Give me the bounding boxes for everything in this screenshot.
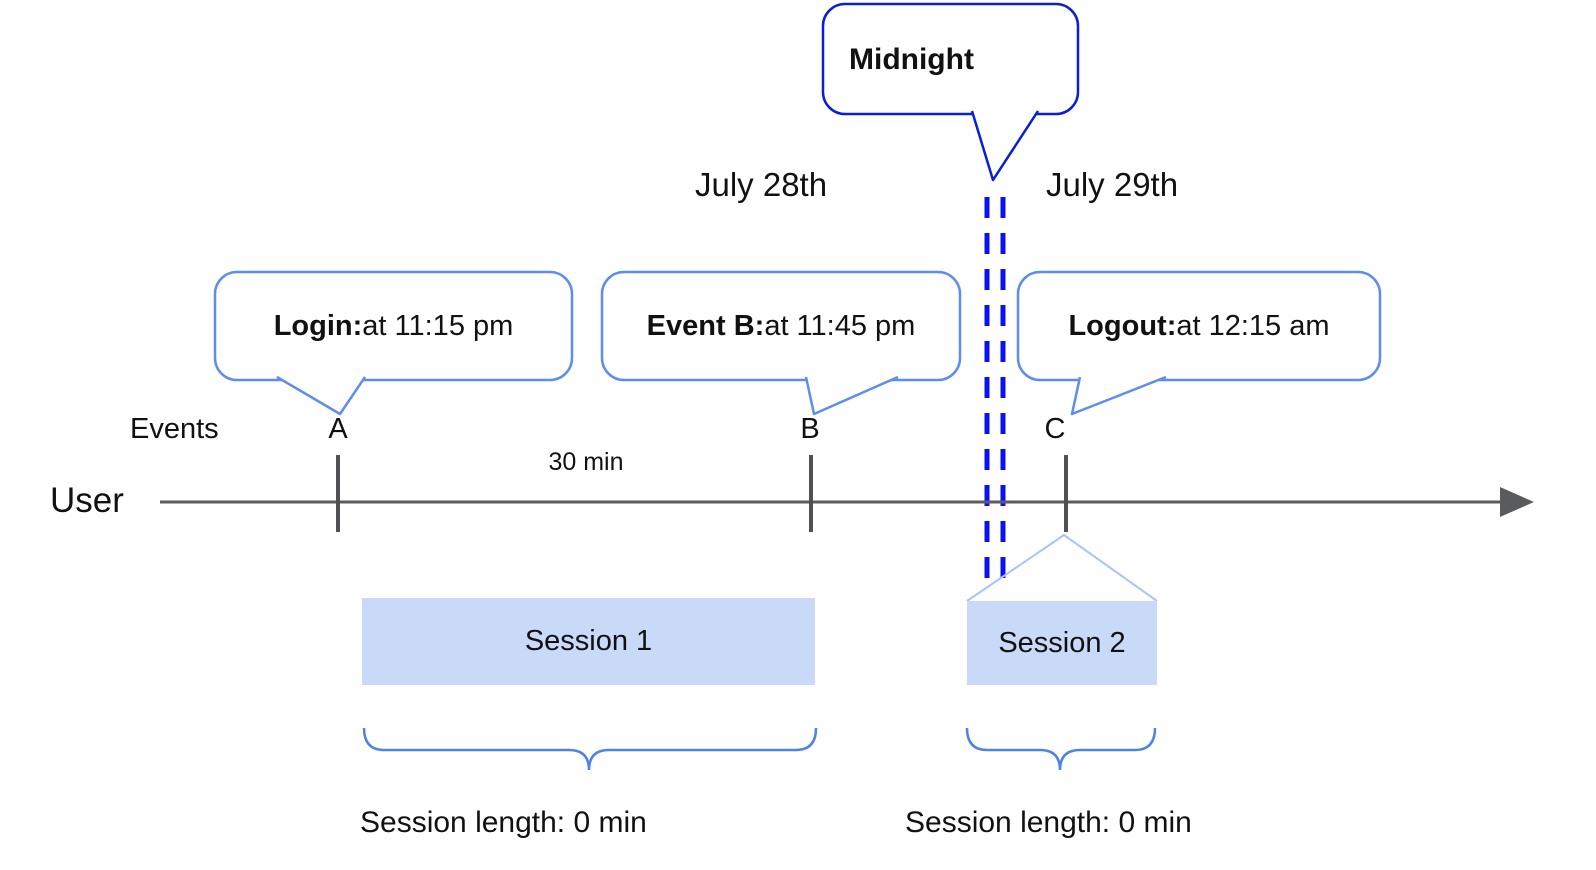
events-row-label: Events — [130, 413, 219, 445]
event-b-callout-detail: at 11:45 pm — [764, 309, 916, 342]
session1-length-label: Session length: 0 min — [360, 806, 647, 839]
login-callout-text: Login: at 11:15 pm — [215, 272, 572, 380]
login-bubble — [213, 270, 574, 382]
event-marker-b: B — [800, 413, 820, 445]
event-b-bubble — [600, 270, 962, 382]
session2-connector — [966, 533, 1158, 602]
event-b-callout-text: Event B: at 11:45 pm — [602, 272, 960, 380]
event-marker-a: A — [328, 413, 348, 445]
login-callout-title: Login: — [273, 309, 363, 342]
event-b-callout-title: Event B: — [646, 309, 765, 342]
timeline-arrowhead-icon — [1500, 487, 1534, 517]
event-b-bubble-tail — [804, 375, 899, 416]
date-july-28-label: July 28th — [695, 166, 828, 203]
midnight-bubble-tail — [970, 110, 1040, 182]
session1-brace — [362, 727, 818, 771]
user-row-label: User — [50, 481, 124, 520]
event-marker-c: C — [1044, 413, 1066, 445]
session2-length-label: Session length: 0 min — [905, 806, 1192, 839]
session1-box: Session 1 — [362, 598, 815, 685]
logout-callout-title: Logout: — [1068, 309, 1177, 342]
login-bubble-tail — [276, 375, 367, 416]
logout-bubble — [1016, 270, 1382, 382]
login-callout-detail: at 11:15 pm — [362, 309, 514, 342]
session2-brace — [965, 727, 1157, 771]
logout-bubble-tail — [1070, 375, 1167, 416]
session1-label: Session 1 — [524, 625, 653, 657]
interval-30min-label: 30 min — [548, 448, 624, 476]
session2-box: Session 2 — [967, 601, 1157, 685]
midnight-bubble — [821, 2, 1080, 116]
midnight-label: Midnight — [849, 43, 974, 76]
logout-callout-text: Logout: at 12:15 am — [1018, 272, 1380, 380]
logout-callout-detail: at 12:15 am — [1176, 309, 1330, 342]
date-july-29-label: July 29th — [1046, 166, 1179, 203]
session2-label: Session 2 — [998, 626, 1126, 659]
